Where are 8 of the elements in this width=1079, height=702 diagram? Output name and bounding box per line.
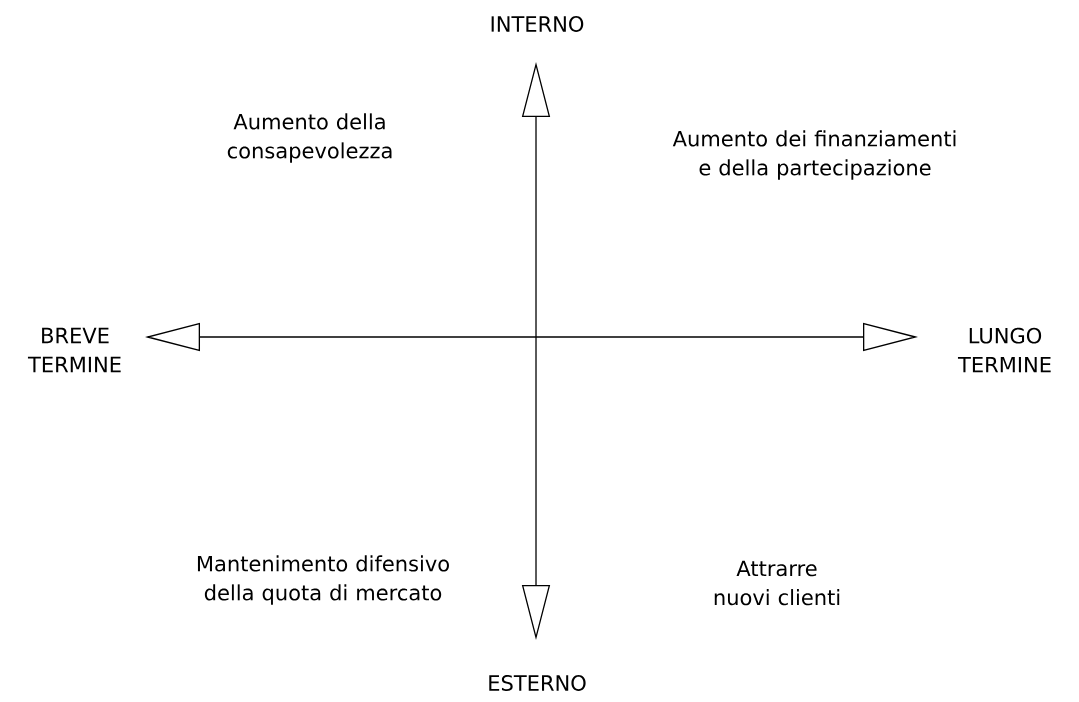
axis-label: ESTERNO [489, 675, 586, 691]
quadrant-text: Mantenimento difensivo della quota di mercato [197, 555, 449, 605]
axis-label: BREVE TERMINE [27, 327, 121, 373]
quadrant-text: Attrarre nuovi clienti [714, 560, 840, 606]
quadrant-text: Aumento della consapevolezza [227, 113, 392, 163]
quadrant-text: Aumento dei finanziamenti e della partecipazione [672, 130, 956, 180]
axis-label: LUNGO TERMINE [957, 327, 1051, 373]
axis-label: INTERNO [491, 16, 584, 32]
